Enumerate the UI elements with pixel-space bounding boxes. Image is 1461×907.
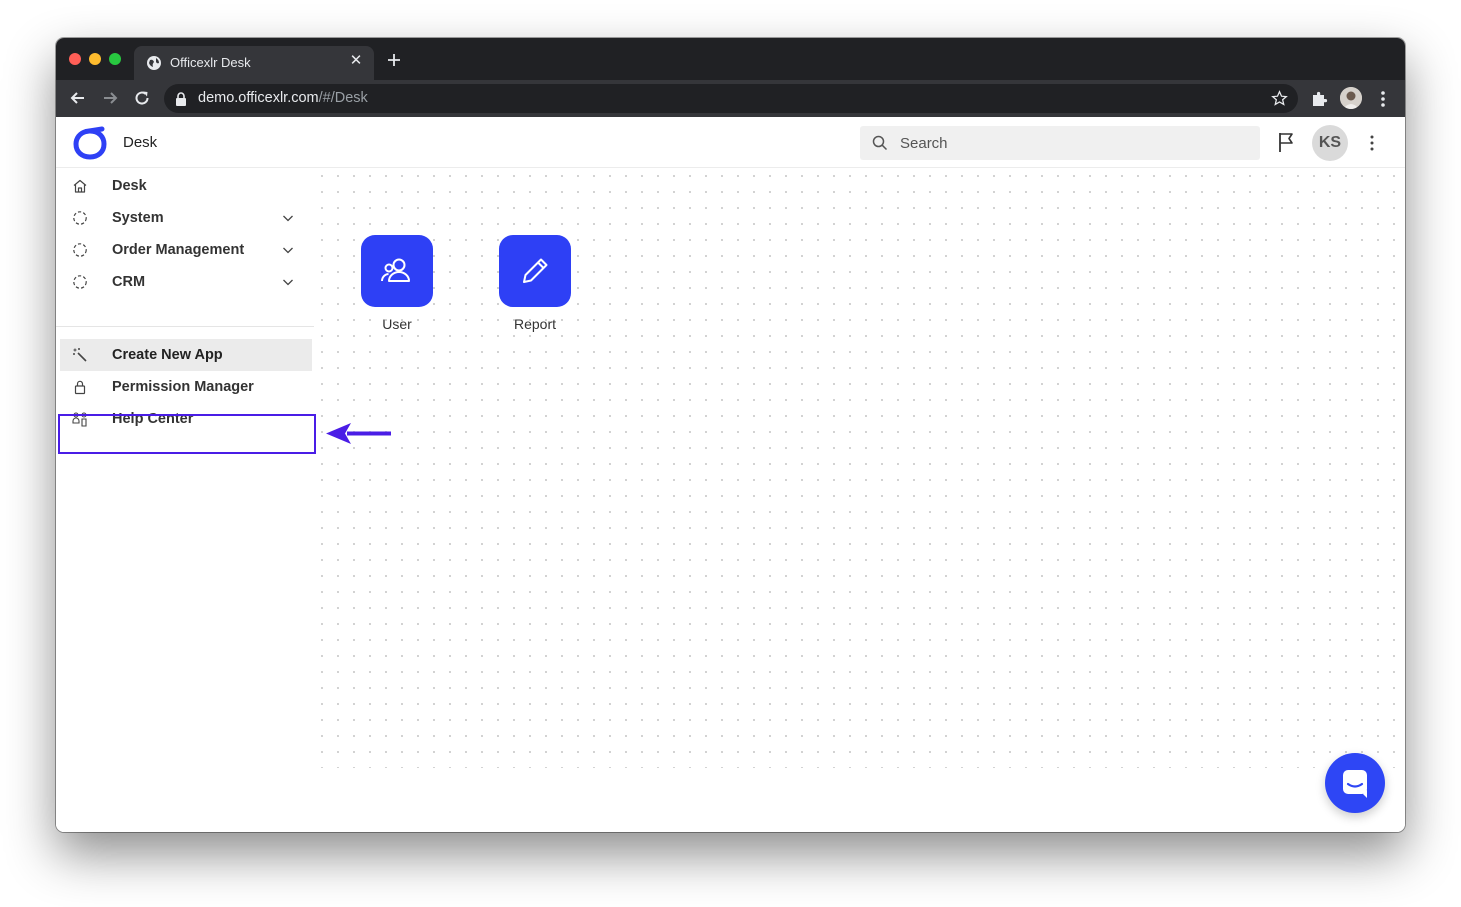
new-tab-icon[interactable]	[386, 52, 402, 68]
back-arrow-icon[interactable]	[68, 88, 88, 108]
search-icon	[872, 135, 888, 151]
desk-canvas: User Report	[314, 168, 1405, 768]
sidebar: Desk System Order Management	[56, 168, 314, 832]
tab-strip: Officexlr Desk ✕	[56, 38, 1405, 80]
globe-icon	[147, 56, 161, 70]
browser-profile-avatar[interactable]	[1340, 87, 1362, 109]
officexlr-logo[interactable]	[72, 126, 108, 160]
minimize-window-button[interactable]	[89, 53, 101, 65]
sidebar-item-permission-manager[interactable]: Permission Manager	[60, 371, 312, 403]
sidebar-item-crm[interactable]: CRM	[60, 266, 312, 298]
sidebar-item-help-center[interactable]: Help Center	[60, 403, 312, 435]
dashed-circle-icon	[73, 211, 87, 225]
flag-icon[interactable]	[1276, 131, 1296, 153]
reload-icon[interactable]	[132, 88, 152, 108]
sidebar-item-label: Permission Manager	[112, 379, 254, 395]
app-tile-label: Report	[513, 316, 557, 332]
url-host: demo.officexlr.com	[198, 90, 319, 106]
chat-icon	[1343, 770, 1367, 798]
app-tile-report[interactable]	[499, 235, 571, 307]
sidebar-item-desk[interactable]: Desk	[60, 170, 312, 202]
browser-toolbar: demo.officexlr.com/#/Desk	[56, 80, 1405, 117]
app-tile-label: User	[382, 316, 412, 332]
sidebar-item-system[interactable]: System	[60, 202, 312, 234]
chevron-down-icon[interactable]	[282, 212, 294, 224]
dashed-circle-icon	[73, 275, 87, 289]
chat-launcher-button[interactable]	[1325, 753, 1385, 813]
tab-title: Officexlr Desk	[170, 55, 251, 70]
home-icon	[73, 179, 87, 193]
url-path: /#/Desk	[318, 90, 368, 106]
help-people-icon	[72, 412, 87, 427]
browser-menu-icon[interactable]	[1376, 89, 1390, 109]
search-box[interactable]	[860, 126, 1260, 160]
more-options-icon[interactable]	[1366, 134, 1378, 152]
sidebar-item-label: System	[112, 210, 164, 226]
magic-wand-icon	[73, 348, 87, 362]
lock-icon	[74, 380, 86, 395]
bookmark-star-icon[interactable]	[1271, 90, 1288, 107]
app-page: Desk KS	[56, 117, 1405, 832]
user-avatar[interactable]: KS	[1312, 125, 1348, 161]
search-input[interactable]	[900, 126, 1250, 160]
sidebar-item-label: Create New App	[112, 347, 223, 363]
chevron-down-icon[interactable]	[282, 244, 294, 256]
page-title: Desk	[123, 134, 158, 151]
sidebar-item-label: Order Management	[112, 242, 245, 258]
dashed-circle-icon	[73, 243, 87, 257]
extensions-puzzle-icon[interactable]	[1310, 90, 1328, 108]
users-icon	[380, 258, 410, 282]
tab-close-icon[interactable]: ✕	[349, 52, 363, 69]
address-bar[interactable]: demo.officexlr.com/#/Desk	[164, 84, 1298, 113]
sidebar-item-label: CRM	[112, 274, 146, 290]
app-tile-user[interactable]	[361, 235, 433, 307]
app-header: Desk KS	[56, 117, 1405, 168]
sidebar-item-label: Help Center	[112, 411, 194, 427]
annotation-arrow-icon	[326, 423, 391, 444]
chevron-down-icon[interactable]	[282, 276, 294, 288]
url-text: demo.officexlr.com/#/Desk	[198, 90, 368, 106]
close-window-button[interactable]	[69, 53, 81, 65]
sidebar-item-create-new-app[interactable]: Create New App	[60, 339, 312, 371]
maximize-window-button[interactable]	[109, 53, 121, 65]
lock-icon	[176, 92, 186, 106]
sidebar-item-label: Desk	[112, 178, 147, 194]
sidebar-divider	[56, 326, 314, 327]
browser-tab[interactable]: Officexlr Desk ✕	[134, 46, 374, 80]
pencil-icon	[523, 258, 548, 283]
browser-window: Officexlr Desk ✕ demo.officexlr.com/#/De…	[56, 38, 1405, 832]
forward-arrow-icon[interactable]	[100, 88, 120, 108]
sidebar-item-order-management[interactable]: Order Management	[60, 234, 312, 266]
